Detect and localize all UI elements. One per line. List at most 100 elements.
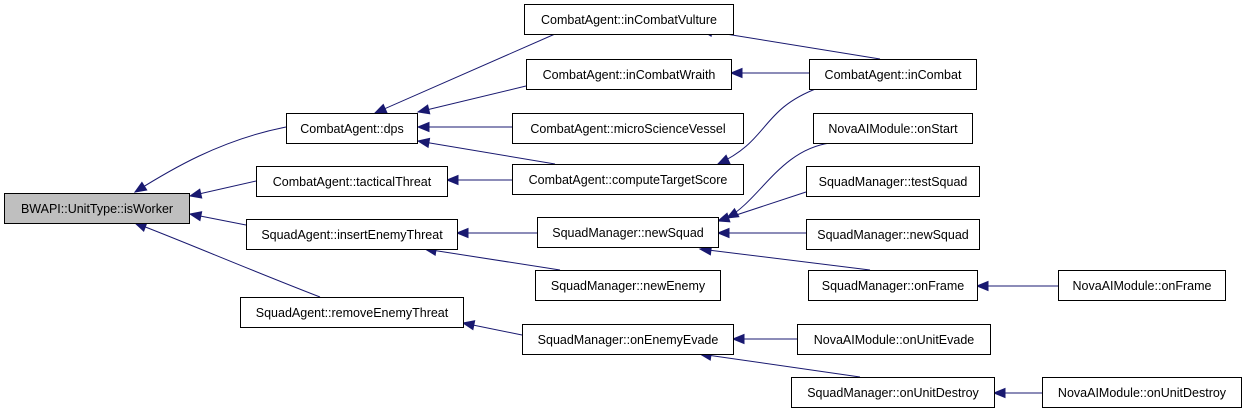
edge-tacticalThreat-to-isWorker <box>188 180 257 199</box>
node-onUnitEvade[interactable]: NovaAIModule::onUnitEvade <box>797 324 991 355</box>
node-label: CombatAgent::computeTargetScore <box>529 173 728 187</box>
node-box <box>806 219 980 250</box>
edge-line <box>717 191 807 222</box>
node-box <box>240 297 464 328</box>
arrowhead <box>188 211 203 222</box>
arrowhead <box>716 227 730 239</box>
node-box <box>512 113 744 144</box>
edge-line <box>417 85 527 113</box>
edge-line <box>134 126 287 193</box>
node-newEnemy[interactable]: SquadManager::newEnemy <box>535 270 721 301</box>
node-box <box>526 59 732 90</box>
node-newSquad2[interactable]: SquadManager::newSquad <box>806 219 980 250</box>
node-label: SquadManager::onFrame <box>822 279 964 293</box>
node-label: CombatAgent::microScienceVessel <box>530 122 725 136</box>
edge-computeTargetScore-to-dps <box>416 137 556 165</box>
edge-novaOnUnitDestroy-to-smOnUnitDestroy <box>992 387 1042 399</box>
node-removeEnemyThreat[interactable]: SquadAgent::removeEnemyThreat <box>240 297 464 328</box>
node-box <box>1058 270 1226 301</box>
node-label: SquadAgent::insertEnemyThreat <box>261 228 443 242</box>
node-inCombatVulture[interactable]: CombatAgent::inCombatVulture <box>524 4 734 35</box>
node-onStart[interactable]: NovaAIModule::onStart <box>813 113 973 144</box>
node-label: SquadManager::newSquad <box>817 228 969 242</box>
arrowhead <box>416 137 431 149</box>
node-box <box>4 193 190 224</box>
edges-layer <box>133 26 1058 399</box>
node-box <box>797 324 991 355</box>
node-tacticalThreat[interactable]: CombatAgent::tacticalThreat <box>256 166 448 197</box>
arrowhead <box>133 181 148 193</box>
edge-newSquad1-to-insertEnemyThreat <box>455 227 537 239</box>
node-inCombat[interactable]: CombatAgent::inCombat <box>809 59 977 90</box>
edge-onEnemyEvade-to-removeEnemyThreat <box>461 320 523 336</box>
node-box <box>256 166 448 197</box>
node-inCombatWraith[interactable]: CombatAgent::inCombatWraith <box>526 59 732 90</box>
arrowhead <box>992 387 1006 399</box>
node-label: SquadAgent::removeEnemyThreat <box>256 306 449 320</box>
edge-onStart-to-newSquad1 <box>725 142 831 219</box>
node-label: CombatAgent::tacticalThreat <box>273 175 432 189</box>
node-insertEnemyThreat[interactable]: SquadAgent::insertEnemyThreat <box>246 219 458 250</box>
arrowhead <box>188 188 203 199</box>
node-label: SquadManager::onEnemyEvade <box>538 333 719 347</box>
edge-microScienceVessel-to-dps <box>416 121 512 133</box>
arrowhead <box>416 121 430 133</box>
node-label: SquadManager::testSquad <box>819 175 968 189</box>
edge-inCombat-to-computeTargetScore <box>716 87 819 165</box>
edge-line <box>717 87 819 165</box>
node-label: SquadManager::newEnemy <box>551 279 706 293</box>
node-label: SquadManager::newSquad <box>552 226 704 240</box>
node-newSquad1[interactable]: SquadManager::newSquad <box>537 217 719 248</box>
edge-novaOnFrame-to-smOnFrame <box>975 280 1058 292</box>
node-box <box>524 4 734 35</box>
arrowhead <box>416 104 431 115</box>
edge-inCombat-to-inCombatWraith <box>729 67 809 79</box>
node-testSquad[interactable]: SquadManager::testSquad <box>806 166 980 197</box>
edge-line <box>699 353 861 378</box>
arrowhead <box>461 320 476 331</box>
arrowhead <box>725 207 740 219</box>
node-box <box>537 217 719 248</box>
node-onEnemyEvade[interactable]: SquadManager::onEnemyEvade <box>522 324 734 355</box>
edge-insertEnemyThreat-to-isWorker <box>188 211 247 226</box>
node-label: NovaAIModule::onStart <box>828 122 958 136</box>
edge-newSquad2-to-newSquad1 <box>716 227 806 239</box>
arrowhead <box>729 67 743 79</box>
node-microScienceVessel[interactable]: CombatAgent::microScienceVessel <box>512 113 744 144</box>
node-box <box>512 164 744 195</box>
node-box <box>806 166 980 197</box>
node-smOnFrame[interactable]: SquadManager::onFrame <box>808 270 978 301</box>
node-smOnUnitDestroy[interactable]: SquadManager::onUnitDestroy <box>791 377 995 408</box>
node-box <box>808 270 978 301</box>
arrowhead <box>716 154 731 165</box>
node-box <box>813 113 973 144</box>
edge-inCombatWraith-to-dps <box>416 85 527 115</box>
edge-line <box>424 248 561 271</box>
arrowhead <box>731 333 745 345</box>
node-label: NovaAIModule::onUnitEvade <box>814 333 975 347</box>
node-computeTargetScore[interactable]: CombatAgent::computeTargetScore <box>512 164 744 195</box>
node-novaOnUnitDestroy[interactable]: NovaAIModule::onUnitDestroy <box>1042 377 1242 408</box>
edge-inCombatVulture-to-dps <box>373 33 556 114</box>
node-dps[interactable]: CombatAgent::dps <box>286 113 418 144</box>
node-box <box>535 270 721 301</box>
node-label: NovaAIModule::onFrame <box>1073 279 1212 293</box>
node-label: CombatAgent::dps <box>300 122 404 136</box>
edge-removeEnemyThreat-to-isWorker <box>133 222 321 298</box>
node-label: SquadManager::onUnitDestroy <box>807 386 979 400</box>
arrowhead <box>716 212 731 223</box>
nodes-layer: BWAPI::UnitType::isWorker CombatAgent::dp… <box>4 4 1242 408</box>
node-box <box>286 113 418 144</box>
node-box <box>522 324 734 355</box>
arrowhead <box>975 280 989 292</box>
node-isWorker[interactable]: BWAPI::UnitType::isWorker <box>4 193 190 224</box>
node-box <box>809 59 977 90</box>
node-novaOnFrame[interactable]: NovaAIModule::onFrame <box>1058 270 1226 301</box>
edge-line <box>134 222 321 298</box>
node-box <box>1042 377 1242 408</box>
node-label: BWAPI::UnitType::isWorker <box>21 202 173 216</box>
node-label: CombatAgent::inCombat <box>825 68 962 82</box>
edge-dps-to-isWorker <box>133 126 287 193</box>
edge-line <box>699 248 871 271</box>
